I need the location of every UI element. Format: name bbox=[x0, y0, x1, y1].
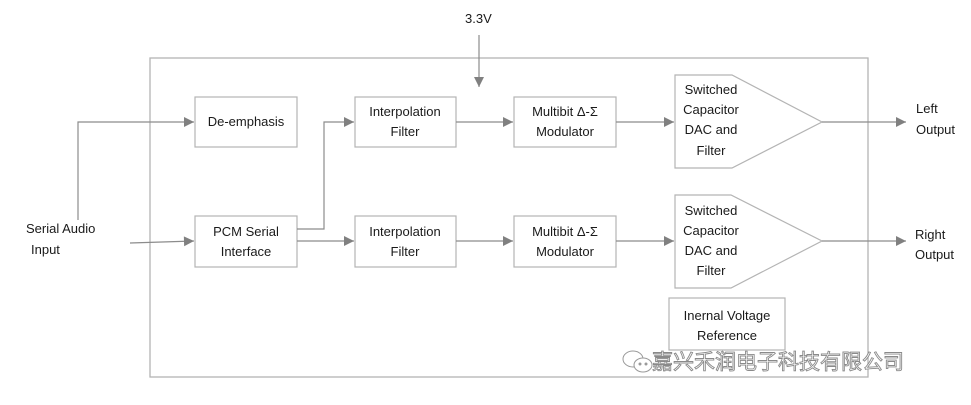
watermark: 嘉兴禾润电子科技有限公司 bbox=[622, 350, 904, 374]
vref-line2: Reference bbox=[697, 328, 757, 343]
modulator-bottom-block: Multibit Δ-Σ Modulator bbox=[513, 215, 617, 268]
dac-bottom-line4: Filter bbox=[697, 263, 727, 278]
mod-bottom-line1: Multibit Δ-Σ bbox=[532, 224, 598, 239]
interp-top-line2: Filter bbox=[391, 124, 421, 139]
dac-bottom-block: Switched Capacitor DAC and Filter bbox=[674, 194, 824, 289]
input-label: Serial Audio bbox=[26, 221, 95, 236]
modulator-top-block: Multibit Δ-Σ Modulator bbox=[513, 96, 617, 148]
dac-bottom-line2: Capacitor bbox=[683, 223, 739, 238]
interpolation-filter-bottom-block: Interpolation Filter bbox=[354, 215, 457, 268]
pcm-to-interp-top-wire bbox=[297, 117, 354, 230]
de-emphasis-block: De-emphasis bbox=[194, 96, 298, 148]
watermark-text: 嘉兴禾润电子科技有限公司 bbox=[652, 350, 904, 374]
input-label-line2: Input bbox=[31, 242, 60, 257]
input-to-pcm-wire bbox=[129, 236, 195, 247]
left-output-label-line2: Output bbox=[916, 122, 955, 137]
interp-bottom-line1: Interpolation bbox=[369, 224, 441, 239]
left-output-label: Left bbox=[916, 101, 938, 116]
right-output-label: Right bbox=[915, 227, 946, 242]
dac-top-line3: DAC and bbox=[685, 122, 738, 137]
mod-bottom-line2: Modulator bbox=[536, 244, 594, 259]
interp-bottom-line2: Filter bbox=[391, 244, 421, 259]
voltage-reference-block: Inernal Voltage Reference bbox=[668, 297, 786, 351]
dac-bottom-line3: DAC and bbox=[685, 243, 738, 258]
dac-top-block: Switched Capacitor DAC and Filter bbox=[674, 74, 824, 169]
interp-top-line1: Interpolation bbox=[369, 104, 441, 119]
pcm-serial-interface-block: PCM Serial Interface bbox=[194, 215, 298, 268]
vref-line1: Inernal Voltage bbox=[684, 308, 771, 323]
dac-top-line1: Switched bbox=[685, 82, 738, 97]
pcm-label-line2: Interface bbox=[221, 244, 272, 259]
supply-label: 3.3V bbox=[465, 11, 492, 26]
chip-boundary bbox=[149, 57, 869, 378]
mod-top-line2: Modulator bbox=[536, 124, 594, 139]
input-to-deemphasis-wire bbox=[77, 117, 194, 220]
dac-bottom-line1: Switched bbox=[685, 203, 738, 218]
interpolation-filter-top-block: Interpolation Filter bbox=[354, 96, 457, 148]
dac-top-line2: Capacitor bbox=[683, 102, 739, 117]
pcm-label-line1: PCM Serial bbox=[213, 224, 279, 239]
wechat-icon bbox=[622, 350, 653, 373]
right-output-label-line2: Output bbox=[915, 247, 954, 262]
de-emphasis-label: De-emphasis bbox=[208, 114, 285, 129]
mod-top-line1: Multibit Δ-Σ bbox=[532, 104, 598, 119]
dac-top-line4: Filter bbox=[697, 143, 727, 158]
